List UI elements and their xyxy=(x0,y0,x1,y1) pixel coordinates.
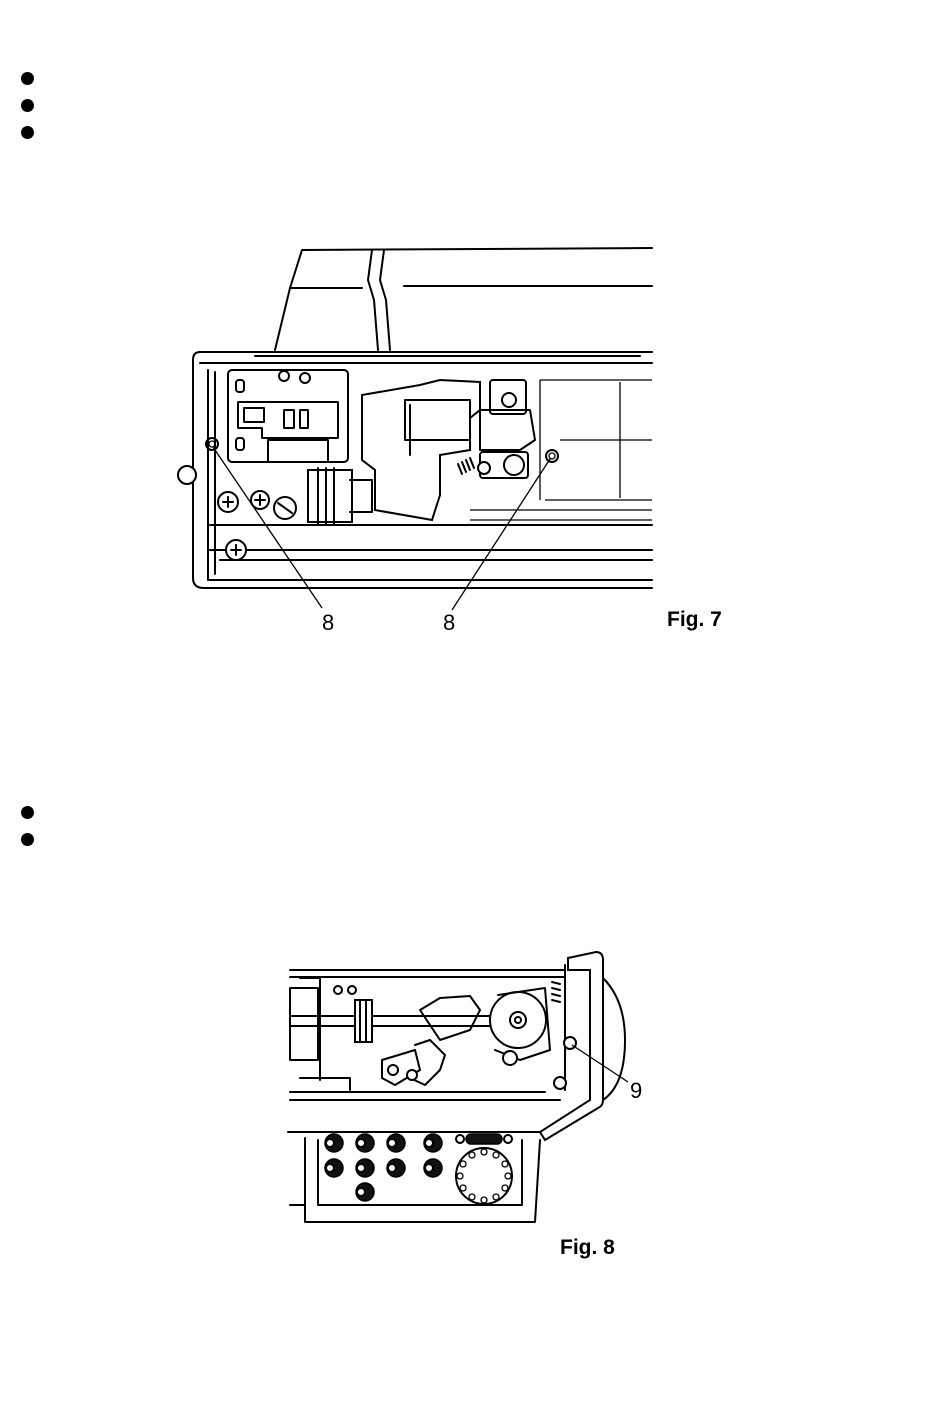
figure-8-caption: Fig. 8 xyxy=(560,1236,615,1260)
callout-9: 9 xyxy=(630,1078,642,1103)
